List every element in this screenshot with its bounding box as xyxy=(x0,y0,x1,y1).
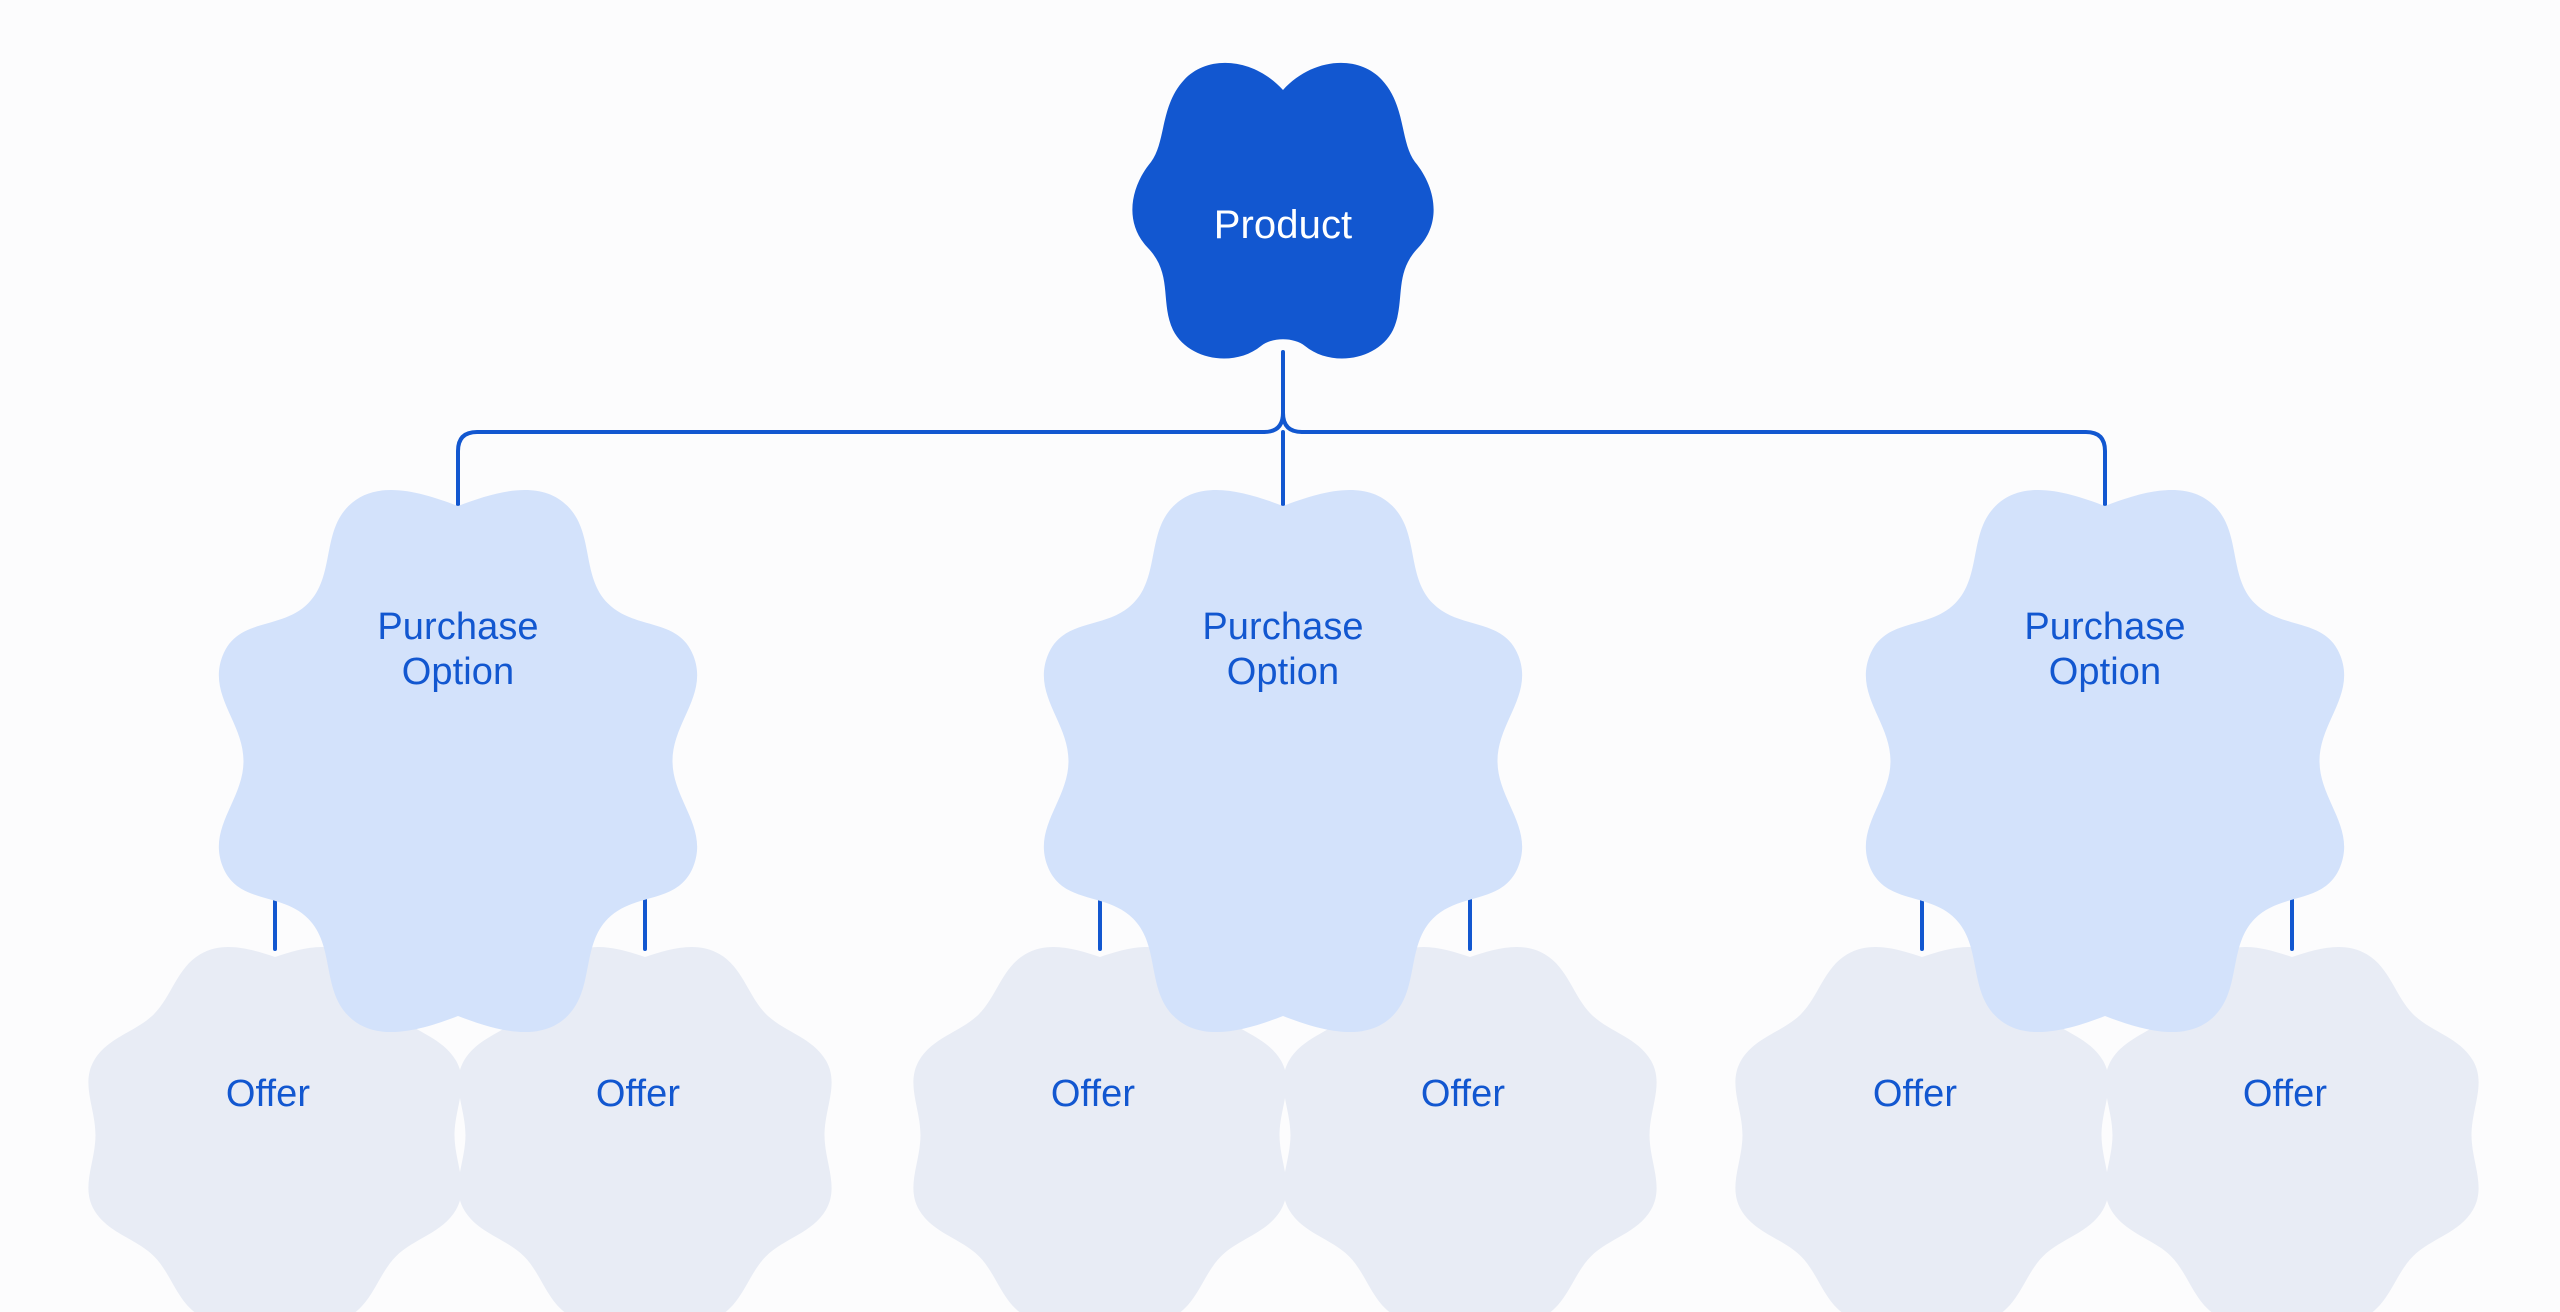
connector-bus-left xyxy=(456,430,1266,514)
connector-bus-right xyxy=(1300,430,2107,514)
product-blob-shape xyxy=(1132,62,1434,359)
offer-nodes xyxy=(88,947,2479,1312)
offer-blob-shape xyxy=(1283,947,1657,1312)
offer-node-1-2[interactable] xyxy=(458,947,832,1312)
offer-node-2-1[interactable] xyxy=(913,947,1287,1312)
connector-group-root-to-options xyxy=(456,350,2107,514)
connector-root-stem-left-fillet xyxy=(1262,411,1285,434)
offer-blob-shape xyxy=(88,947,462,1312)
purchase-option-blob-shape xyxy=(218,489,698,1033)
purchase-option-node-1[interactable] xyxy=(218,489,698,1033)
offer-blob-shape xyxy=(2105,947,2479,1312)
connector-root-stem xyxy=(1281,350,1304,434)
offer-node-1-1[interactable] xyxy=(88,947,462,1312)
offer-blob-shape xyxy=(913,947,1287,1312)
purchase-option-blob-shape xyxy=(1043,489,1523,1033)
offer-blob-shape xyxy=(458,947,832,1312)
purchase-option-node-3[interactable] xyxy=(1865,489,2345,1033)
offer-blob-shape xyxy=(1735,947,2109,1312)
offer-node-2-2[interactable] xyxy=(1283,947,1657,1312)
purchase-option-blob-shape xyxy=(1865,489,2345,1033)
purchase-option-nodes xyxy=(218,489,2345,1033)
offer-node-3-2[interactable] xyxy=(2105,947,2479,1312)
offer-node-3-1[interactable] xyxy=(1735,947,2109,1312)
purchase-option-node-2[interactable] xyxy=(1043,489,1523,1033)
product-node[interactable] xyxy=(1132,62,1434,359)
